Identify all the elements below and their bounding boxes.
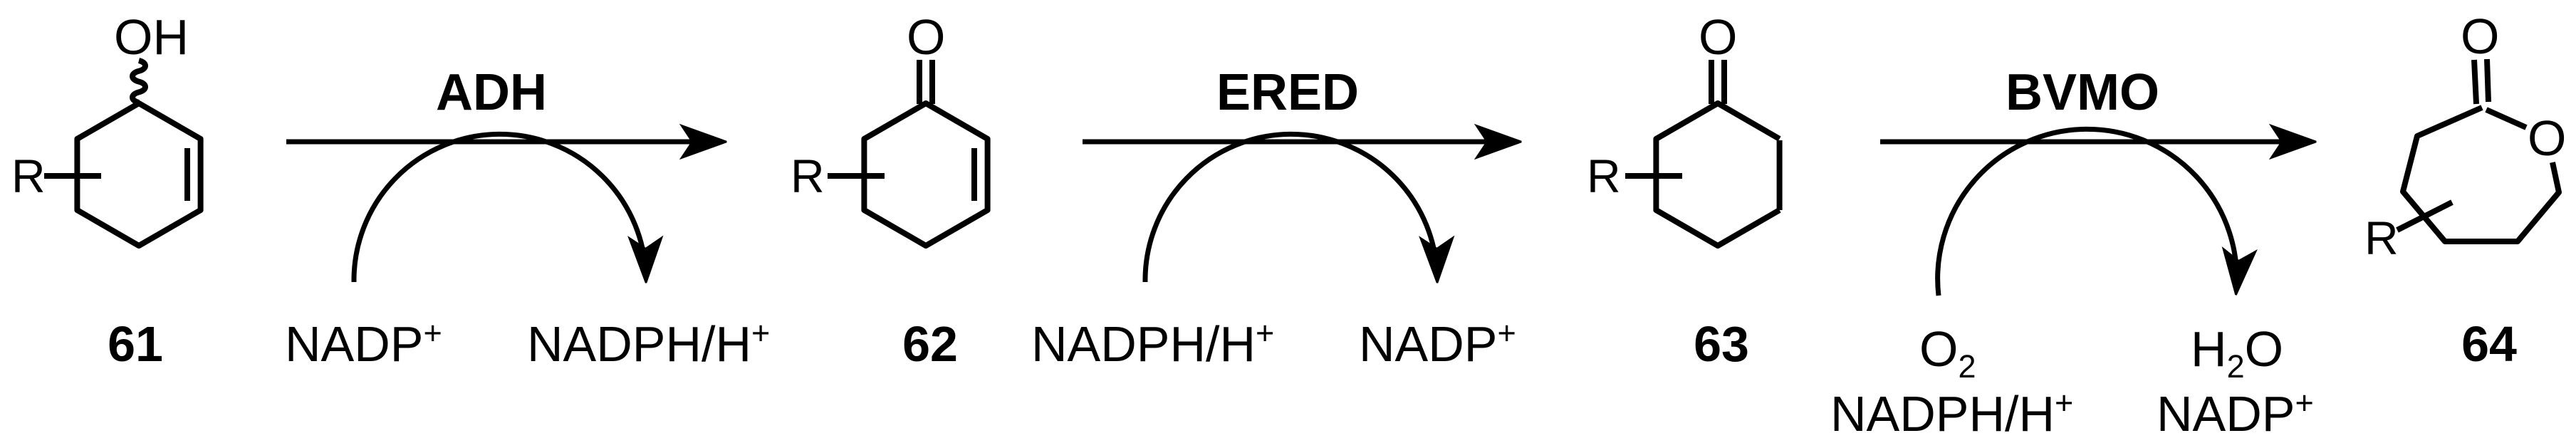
substituent-label-64: R [2364, 212, 2399, 264]
compound-63-structure: O R 63 [1587, 9, 1783, 372]
carbonyl-double-bond-64b [2484, 58, 2491, 103]
compound-number-62: 62 [902, 316, 958, 372]
cofactor-nadph-2: NADPH/H+ [1031, 315, 1274, 372]
cofactor-nadp-1-sup: + [423, 315, 442, 351]
reaction-step-ered: ERED NADPH/H+ NADP+ [1031, 64, 1517, 372]
carbonyl-oxygen-label-63: O [1699, 9, 1737, 65]
compound-number-63: 63 [1694, 316, 1749, 372]
cofactor-h2o-h: H [2191, 321, 2227, 377]
carbonyl-double-bond-64a [2471, 59, 2479, 105]
cofactor-nadp-1-base: NADP [285, 316, 423, 372]
cofactor-arc-1 [351, 132, 646, 282]
cofactor-nadph-1: NADPH/H+ [527, 315, 770, 372]
cofactor-o2-base: O [1919, 321, 1958, 377]
cofactor-arc-2 [1142, 132, 1437, 282]
substituent-label-62: R [791, 150, 825, 202]
cofactor-o2-sub: 2 [1958, 348, 1976, 385]
compound-61-structure: OH R 61 [11, 9, 204, 372]
substituent-bond-64 [2396, 199, 2454, 233]
cofactor-nadp-2-sup: + [1497, 315, 1516, 351]
cofactor-nadph-2-sup: + [1256, 315, 1274, 351]
cofactor-nadph-3: NADPH/H+ [1830, 385, 2073, 442]
cofactor-arc-3 [1935, 126, 2237, 296]
wavy-bond [130, 58, 148, 105]
cofactor-h2o-o: O [2245, 321, 2283, 377]
cofactor-nadp-2-base: NADP [1359, 316, 1497, 372]
carbonyl-oxygen-label-62: O [907, 9, 945, 65]
cofactor-h2o: H2O [2191, 321, 2283, 385]
compound-64-structure: O O R 64 [2364, 9, 2566, 372]
ring-oxygen-label-64: O [2528, 110, 2566, 166]
cofactor-nadp-1: NADP+ [285, 315, 442, 372]
cofactor-h2o-sub: 2 [2227, 348, 2245, 385]
reaction-step-bvmo: BVMO O2 H2O NADPH/H+ NADP+ [1830, 64, 2314, 442]
lactone-ring-carbon-chain [2400, 105, 2562, 244]
cyclohexenone-ring [861, 100, 991, 249]
reaction-step-adh: ADH NADP+ NADPH/H+ [285, 64, 770, 372]
cofactor-nadph-3-base: NADPH/H [1830, 386, 2055, 442]
substituent-label: R [11, 150, 46, 202]
compound-62-structure: O R 62 [791, 9, 991, 372]
carbonyl-oxygen-label-64: O [2461, 9, 2499, 64]
compound-number-61: 61 [108, 316, 163, 372]
substituent-label-63: R [1587, 150, 1621, 202]
enzyme-label-ered: ERED [1216, 64, 1359, 121]
compound-number-64: 64 [2461, 316, 2517, 372]
cofactor-nadph-1-base: NADPH/H [527, 316, 751, 372]
cofactor-nadp-3-sup: + [2295, 385, 2313, 421]
cofactor-nadph-1-sup: + [751, 315, 770, 351]
enzyme-label-adh: ADH [436, 64, 547, 121]
acyl-oxygen-bond [2485, 107, 2528, 130]
enzyme-label-bvmo: BVMO [2006, 64, 2159, 121]
cofactor-nadp-2: NADP+ [1359, 315, 1516, 372]
cyclohexene-ring [74, 100, 204, 249]
hydroxyl-label: OH [114, 9, 189, 65]
cofactor-nadp-3: NADP+ [2157, 385, 2314, 442]
cofactor-nadp-3-base: NADP [2157, 386, 2295, 442]
cofactor-o2: O2 [1919, 321, 1976, 385]
cofactor-nadph-2-base: NADPH/H [1031, 316, 1256, 372]
cofactor-nadph-3-sup: + [2055, 385, 2073, 421]
